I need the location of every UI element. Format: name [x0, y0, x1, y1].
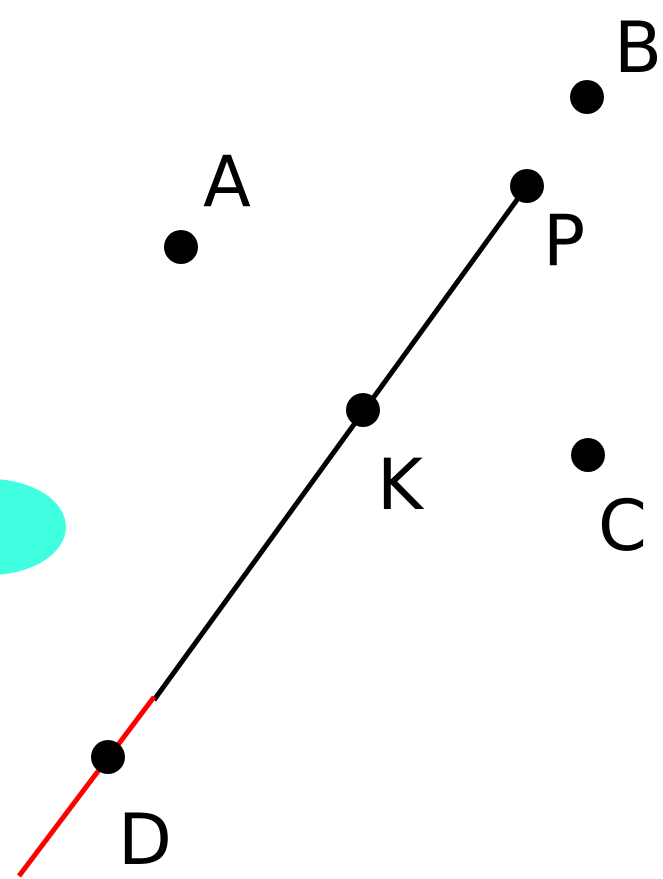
label-c: C — [598, 485, 647, 567]
point-c — [571, 438, 605, 472]
segment-pk-line — [151, 184, 530, 702]
label-k: K — [377, 444, 425, 526]
label-d: D — [118, 799, 172, 879]
segment-extension-line — [17, 695, 156, 878]
point-k — [346, 393, 380, 427]
label-a: A — [203, 141, 251, 223]
point-b — [570, 80, 604, 114]
label-b: B — [614, 7, 662, 89]
point-p — [510, 169, 544, 203]
cyan-region — [0, 479, 66, 575]
point-d — [91, 740, 125, 774]
label-p: P — [543, 200, 585, 282]
point-a — [164, 230, 198, 264]
